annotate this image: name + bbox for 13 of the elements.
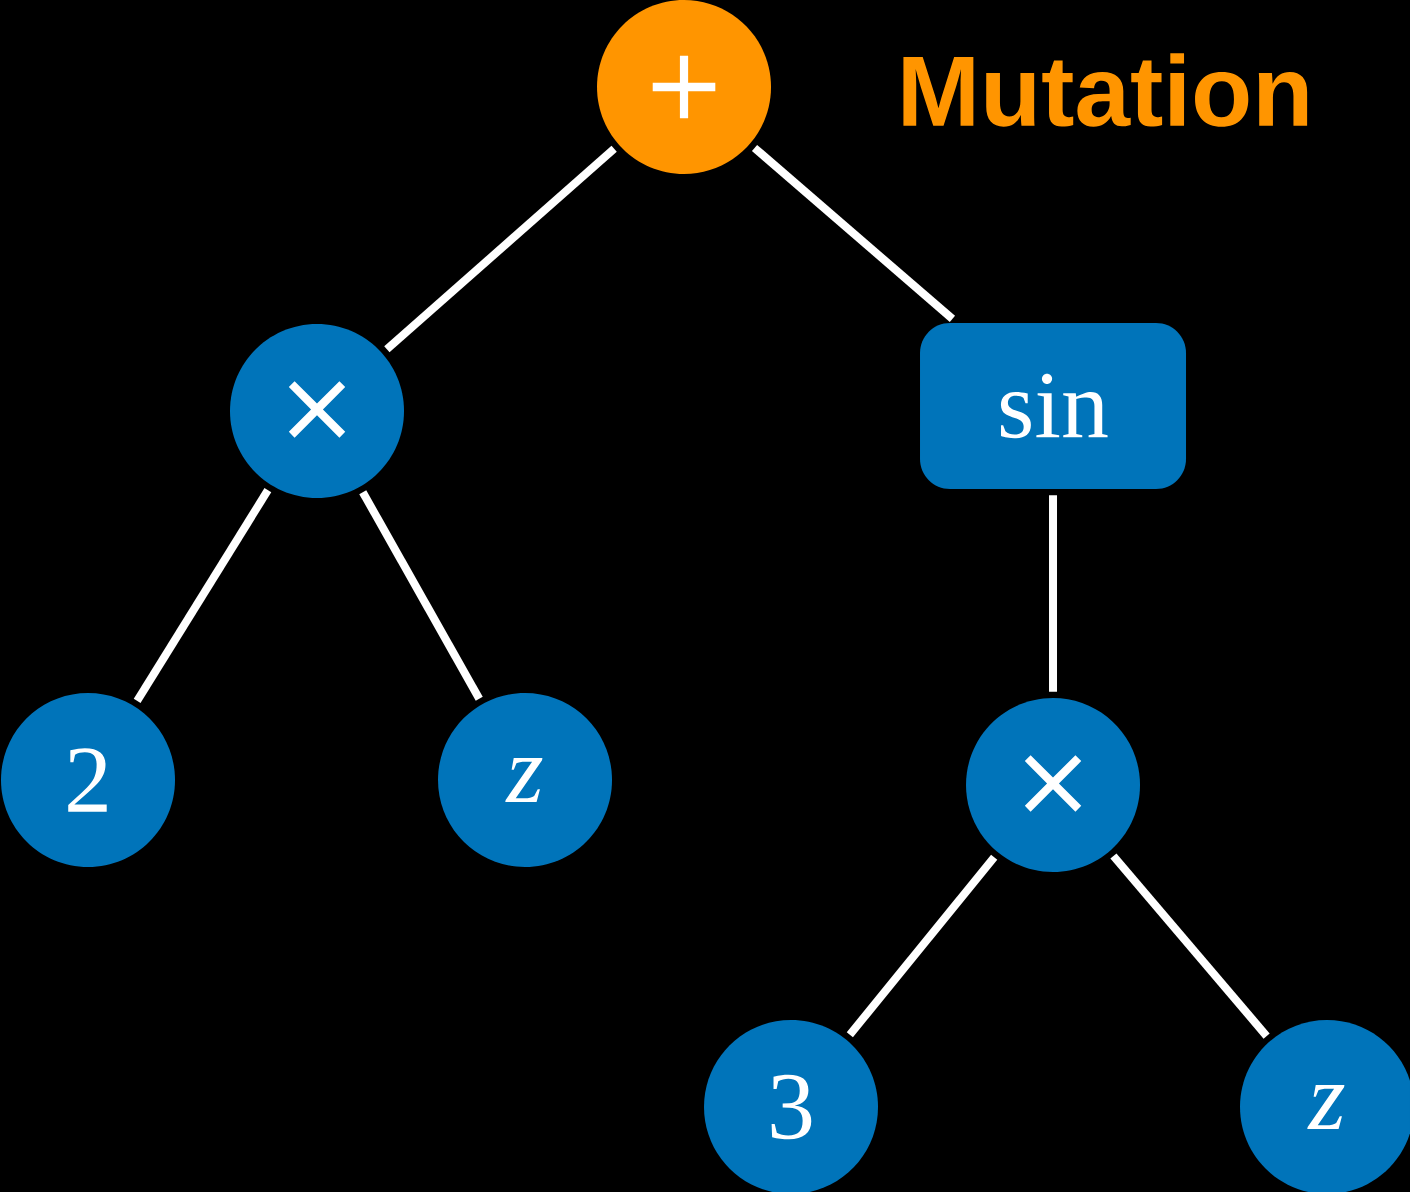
- circle-node: z: [438, 693, 612, 867]
- circle-node: 2: [1, 693, 175, 867]
- circle-node: ×: [966, 698, 1140, 872]
- circle-node: +: [597, 0, 771, 174]
- connector-line: [1110, 853, 1270, 1039]
- connector-line: [384, 145, 617, 353]
- connector-line: [359, 490, 483, 701]
- connector-line: [133, 488, 272, 703]
- connector-line: [846, 854, 998, 1038]
- circle-node: ×: [230, 324, 404, 498]
- heading-label: Mutation: [903, 53, 1308, 127]
- connector-line: [751, 144, 956, 322]
- rounded-box-node: sin: [920, 323, 1186, 489]
